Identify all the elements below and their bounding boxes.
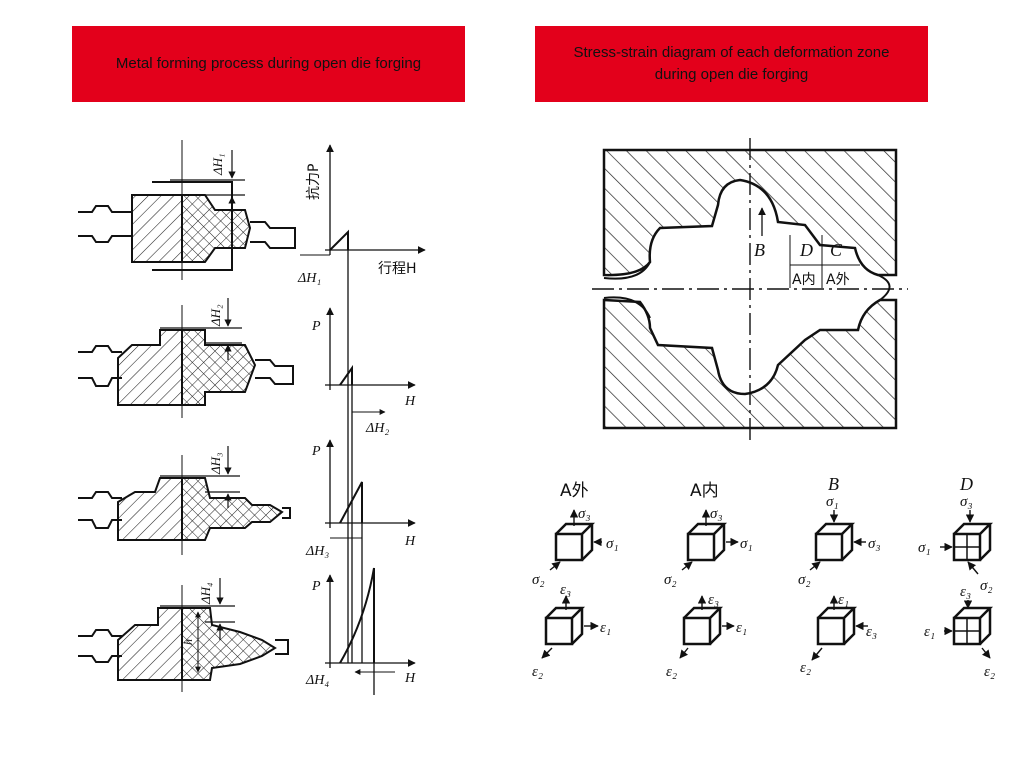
graph2-h-label: H <box>404 394 416 409</box>
strain-cube-a-outer: ε₃ ε₁ ε₂ <box>532 582 611 680</box>
eps1-label: ε₁ <box>736 620 747 636</box>
eps1-label: ε₁ <box>838 592 849 608</box>
stress-cube-d: σ₃ σ₁ σ₂ <box>918 494 994 594</box>
sigma2-label: σ₂ <box>532 572 545 588</box>
sigma2-label: σ₂ <box>980 578 993 594</box>
h-dim-label: h <box>181 639 195 645</box>
dh3-label: ΔH₃ <box>208 452 223 475</box>
forging-stage-3: ΔH₃ <box>78 446 291 555</box>
stress-cube-b: σ₁ σ₃ σ₂ <box>798 494 881 588</box>
graph4-dh4-label: ΔH₄ <box>305 673 329 688</box>
eps2-label: ε₂ <box>800 660 811 676</box>
eps2-label: ε₂ <box>666 664 677 680</box>
zone-a-outer-label: A外 <box>826 272 850 288</box>
dh1-label: ΔH₁ <box>210 153 225 176</box>
eps3-label: ε₃ <box>866 624 877 640</box>
left-title-banner: Metal forming process during open die fo… <box>72 26 465 102</box>
sigma3-label: σ₃ <box>578 506 591 522</box>
sigma1-label: σ₁ <box>826 494 839 510</box>
eps3-label: ε₃ <box>708 592 719 608</box>
sigma3-label: σ₃ <box>868 536 881 552</box>
right-title-line1: Stress-strain diagram of each deformatio… <box>573 43 890 61</box>
graph1-dh1-label: ΔH₁ <box>297 271 321 286</box>
graph2-dh2-label: ΔH₂ <box>365 421 389 436</box>
graph4-p-label: P <box>311 579 321 594</box>
graph2-p-label: P <box>311 319 321 334</box>
eps3-label: ε₃ <box>960 584 971 600</box>
resistance-stroke-graphs: 抗力P 行程H ΔH₁ P H ΔH₂ P H ΔH₃ P H ΔH₄ <box>297 144 426 695</box>
sigma1-label: σ₁ <box>606 536 619 552</box>
sigma2-label: σ₂ <box>798 572 811 588</box>
zone-b-label: B <box>754 240 765 260</box>
right-title-line2: during open die forging <box>654 66 809 83</box>
dh2-label: ΔH₂ <box>208 304 223 327</box>
graph4-h-label: H <box>404 671 416 686</box>
zone-c-label: C <box>830 240 843 260</box>
col-label-d: D <box>959 474 973 494</box>
resistance-p-label: 抗力P <box>306 164 322 200</box>
eps2-label: ε₂ <box>532 664 543 680</box>
sigma3-label: σ₃ <box>710 506 723 522</box>
eps3-label: ε₃ <box>560 582 571 598</box>
zone-d-label: D <box>799 240 813 260</box>
stress-cube-a-inner: σ₃ σ₁ σ₂ <box>664 506 753 588</box>
eps1-label: ε₁ <box>924 624 935 640</box>
forging-stage-1: ΔH₁ <box>78 140 296 280</box>
stroke-h-label: 行程H <box>378 261 417 277</box>
col-label-a-outer: A外 <box>560 481 589 501</box>
sigma1-label: σ₁ <box>918 540 931 556</box>
forging-stage-2: ΔH₂ <box>78 298 294 418</box>
sigma3-label: σ₃ <box>960 494 973 510</box>
dh4-label: ΔH₄ <box>198 582 213 605</box>
sigma1-label: σ₁ <box>740 536 753 552</box>
graph3-h-label: H <box>404 534 416 549</box>
stress-strain-states: A外 A内 B D σ₃ σ₁ σ₂ σ₃ σ₁ σ₂ <box>532 474 995 680</box>
sigma2-label: σ₂ <box>664 572 677 588</box>
right-title-banner: Stress-strain diagram of each deformatio… <box>535 26 928 102</box>
graph3-p-label: P <box>311 444 321 459</box>
stress-cube-a-outer: σ₃ σ₁ σ₂ <box>532 506 619 588</box>
forging-stage-4: ΔH₄ h <box>78 578 289 692</box>
strain-cube-d: ε₃ ε₁ ε₂ <box>924 584 995 680</box>
eps2-label: ε₂ <box>984 664 995 680</box>
col-label-b: B <box>828 474 839 494</box>
graph3-dh3-label: ΔH₃ <box>305 544 329 559</box>
left-title: Metal forming process during open die fo… <box>115 54 422 72</box>
zone-a-inner-label: A内 <box>792 272 816 288</box>
strain-cube-b: ε₁ ε₃ ε₂ <box>800 592 877 676</box>
strain-cube-a-inner: ε₃ ε₁ ε₂ <box>666 592 747 680</box>
eps1-label: ε₁ <box>600 620 611 636</box>
col-label-a-inner: A内 <box>690 481 719 501</box>
die-cross-section: B D C A内 A外 <box>592 138 908 440</box>
